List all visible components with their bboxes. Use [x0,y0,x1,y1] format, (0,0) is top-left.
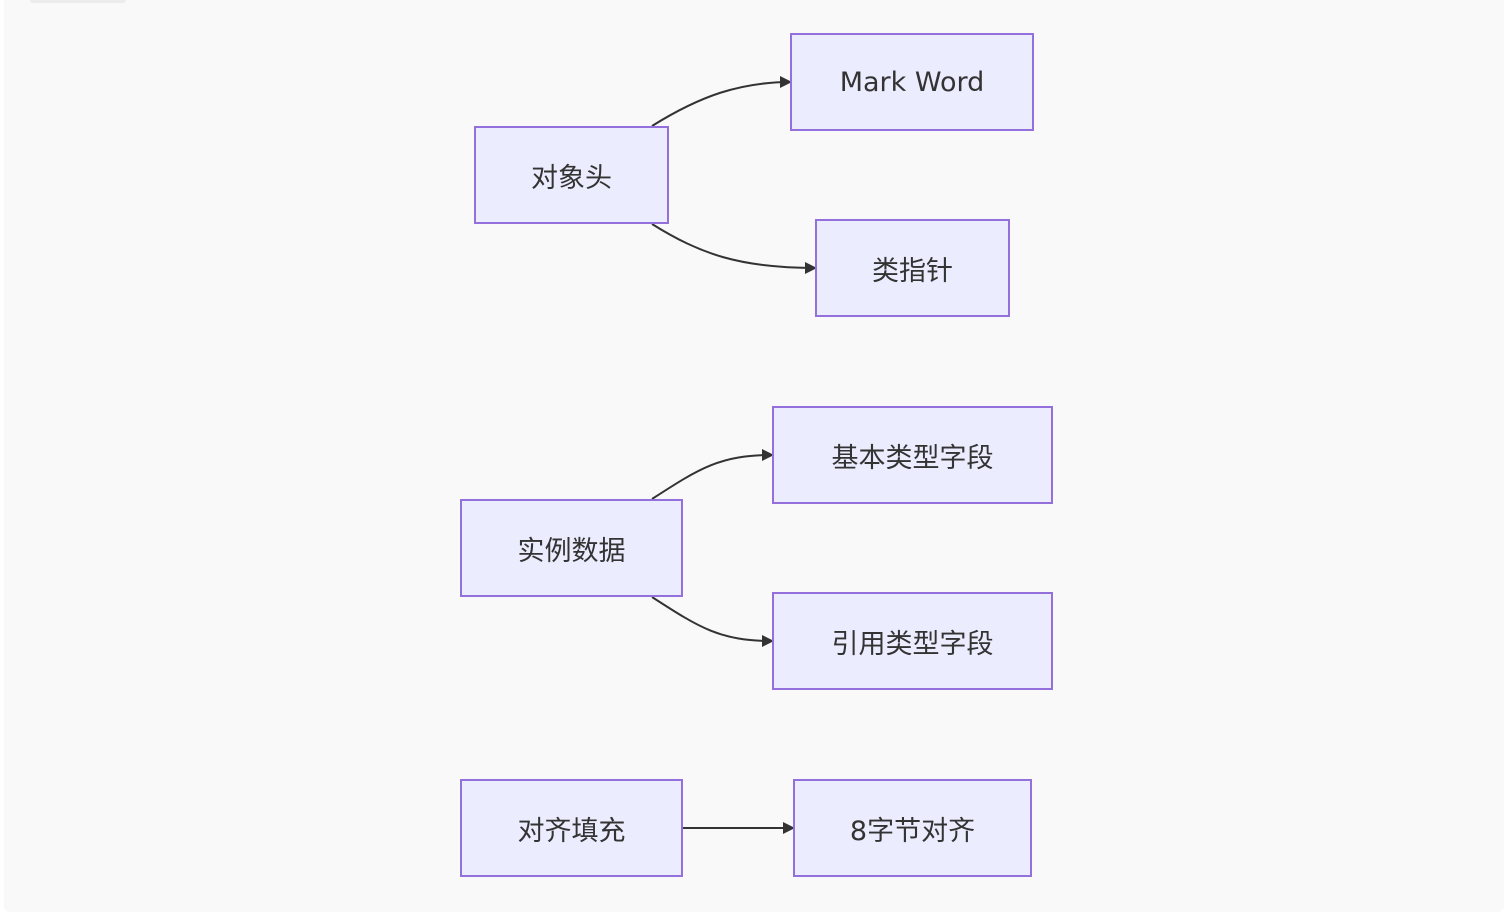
node-object-header: 对象头 [474,126,669,224]
node-reference-fields: 引用类型字段 [772,592,1053,690]
diagram-canvas [4,0,1504,912]
node-label: 引用类型字段 [831,628,994,660]
node-primitive-fields: 基本类型字段 [772,406,1053,504]
node-label: 实例数据 [517,535,626,567]
tab-edge [30,0,126,3]
node-eight-byte-align: 8字节对齐 [793,779,1032,877]
node-class-pointer: 类指针 [815,219,1010,317]
node-label: 对象头 [531,162,612,194]
node-label: 8字节对齐 [849,815,976,847]
node-mark-word: Mark Word [790,33,1034,131]
node-label: 类指针 [872,255,953,287]
node-padding: 对齐填充 [460,779,683,877]
node-label: 基本类型字段 [831,442,994,474]
node-label: 对齐填充 [517,815,626,847]
node-instance-data: 实例数据 [460,499,683,597]
node-label: Mark Word [839,66,985,98]
